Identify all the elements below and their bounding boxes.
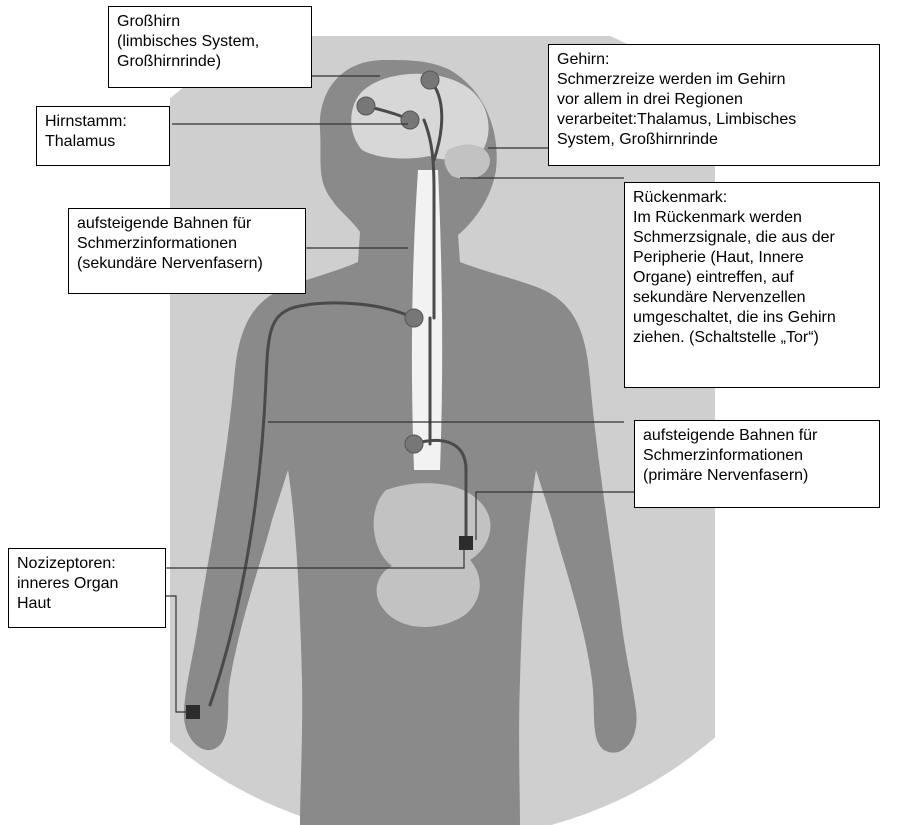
label-nozizeptoren-line: Haut xyxy=(17,594,157,614)
label-gehirn-line: vor allem in drei Regionen xyxy=(557,90,871,110)
nociceptor-organ xyxy=(459,536,473,550)
label-aufsteigend-sekundaer: aufsteigende Bahnen für Schmerzinformati… xyxy=(68,208,306,294)
label-gehirn-line: System, Großhirnrinde xyxy=(557,130,871,150)
node-cortex xyxy=(421,71,439,89)
label-aufsteigend-primaer-line: Schmerzinformationen xyxy=(643,446,871,466)
label-rueckenmark: Rückenmark: Im Rückenmark werden Schmerz… xyxy=(624,182,880,388)
label-rueckenmark-line: ziehen. (Schaltstelle „Tor“) xyxy=(633,328,871,348)
label-aufsteigend-sekundaer-line: (sekundäre Nervenfasern) xyxy=(77,254,297,274)
label-grosshirn-line: Großhirnrinde) xyxy=(117,52,303,72)
label-nozizeptoren-line: Nozizeptoren: xyxy=(17,554,157,574)
intestines xyxy=(374,483,491,627)
label-rueckenmark-line: Peripherie (Haut, Innere xyxy=(633,248,871,268)
label-rueckenmark-line: sekundäre Nervenzellen xyxy=(633,288,871,308)
label-rueckenmark-line: Schmerzsignale, die aus der xyxy=(633,228,871,248)
label-aufsteigend-primaer-line: (primäre Nervenfasern) xyxy=(643,466,871,486)
label-aufsteigend-primaer-line: aufsteigende Bahnen für xyxy=(643,426,871,446)
label-nozizeptoren-line: inneres Organ xyxy=(17,574,157,594)
label-rueckenmark-line: Rückenmark: xyxy=(633,188,871,208)
label-rueckenmark-line: Im Rückenmark werden xyxy=(633,208,871,228)
label-hirnstamm-line: Hirnstamm: xyxy=(45,112,161,132)
label-grosshirn-line: Großhirn xyxy=(117,12,303,32)
label-aufsteigend-sekundaer-line: aufsteigende Bahnen für xyxy=(77,214,297,234)
label-nozizeptoren: Nozizeptoren: inneres Organ Haut xyxy=(8,548,166,628)
label-grosshirn: Großhirn (limbisches System, Großhirnrin… xyxy=(108,6,312,88)
node-thalamus xyxy=(401,111,419,129)
node-spinal-lower xyxy=(405,435,423,453)
label-hirnstamm-line: Thalamus xyxy=(45,132,161,152)
node-limbic xyxy=(357,97,375,115)
label-grosshirn-line: (limbisches System, xyxy=(117,32,303,52)
label-rueckenmark-line: Organe) eintreffen, auf xyxy=(633,268,871,288)
node-spinal-upper xyxy=(405,309,423,327)
label-aufsteigend-sekundaer-line: Schmerzinformationen xyxy=(77,234,297,254)
label-rueckenmark-line: umgeschaltet, die ins Gehirn xyxy=(633,308,871,328)
label-gehirn-line: Gehirn: xyxy=(557,50,871,70)
label-gehirn-line: Schmerzreize werden im Gehirn xyxy=(557,70,871,90)
label-aufsteigend-primaer: aufsteigende Bahnen für Schmerzinformati… xyxy=(634,420,880,508)
label-gehirn: Gehirn: Schmerzreize werden im Gehirn vo… xyxy=(548,44,880,166)
label-gehirn-line: verarbeitet:Thalamus, Limbisches xyxy=(557,110,871,130)
label-hirnstamm: Hirnstamm: Thalamus xyxy=(36,106,170,166)
